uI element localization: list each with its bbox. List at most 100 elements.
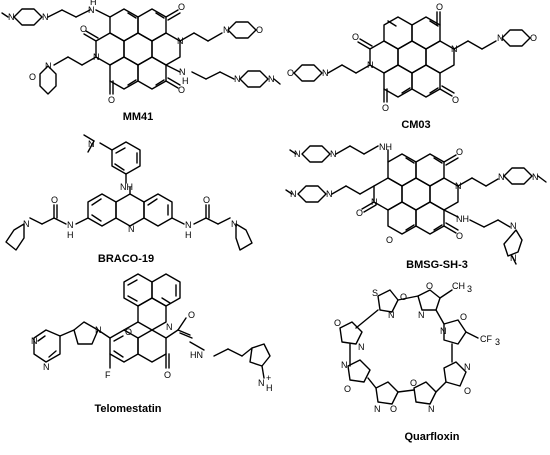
mm41-atom-n-morph2: N [45, 61, 52, 71]
mm41-atom-n-pip3: N [234, 74, 241, 84]
braco19-atom-n-acridine: N [128, 224, 135, 234]
structure-bmsg-sh-3: NH NH O O O O N N N N N N N N N N BMSG-S… [285, 142, 547, 271]
caption-mm41: MM41 [123, 111, 154, 123]
mm41-core-bonds [1, 8, 281, 95]
telomestatin-atom-h: H [266, 383, 273, 393]
quarfloxin-atom-n5: N [428, 404, 435, 414]
mm41-atom-n-pip4: N [268, 74, 275, 84]
bmsg-atom-o4: O [386, 235, 393, 245]
quarfloxin-atom-n4: N [464, 362, 471, 372]
mm41-atom-o2: O [80, 24, 87, 34]
braco19-atom-n-pyrr1: N [23, 219, 30, 229]
caption-quarfloxin: Quarfloxin [404, 431, 459, 443]
mm41-atom-n-pip1: N [42, 12, 49, 22]
structure-telomestatin: O N O O HN F N N N N + H Telomestatin [31, 273, 273, 415]
braco19-bonds [5, 134, 253, 251]
mm41-atom-n-morph1: N [223, 25, 230, 35]
braco19-atom-nme2: N [88, 139, 95, 149]
mm41-atom-o-morph1: O [256, 25, 263, 35]
telomestatin-atom-f: F [105, 370, 111, 380]
cm03-atom-n-morph1: N [497, 33, 504, 43]
bmsg-atom-n-pip8: N [510, 253, 517, 263]
bmsg-atom-n-pip1: N [498, 172, 505, 182]
mm41-atom-nh1: N [88, 5, 95, 15]
bmsg-atom-n-pip5: N [326, 189, 333, 199]
telomestatin-atom-n-pyrazine2: N [43, 362, 50, 372]
cm03-atom-o3: O [452, 95, 459, 105]
quarfloxin-cf3-sub: 3 [495, 337, 500, 347]
bmsg-atom-n-imide1: N [455, 181, 462, 191]
mm41-atom-n-imide1: N [177, 36, 184, 46]
quarfloxin-atom-n8: N [358, 342, 365, 352]
mm41-atom-n-pip2: N [8, 12, 15, 22]
braco19-atom-n-amide2: N [185, 220, 192, 230]
mm41-atom-o-morph2: O [29, 72, 36, 82]
quarfloxin-atom-n6: N [374, 404, 381, 414]
cm03-atom-o-morph2: O [287, 68, 294, 78]
bmsg-atom-n-pip3: N [330, 149, 337, 159]
cm03-atom-n-morph2: N [322, 68, 329, 78]
bmsg-atom-n-pip6: N [290, 189, 297, 199]
quarfloxin-atom-o7: O [334, 318, 341, 328]
structure-quarfloxin: S CH 3 CF 3 N N N N N N N N O O O O O O … [334, 281, 500, 443]
bmsg-atom-n-pip4: N [294, 149, 301, 159]
quarfloxin-atom-o1: O [426, 281, 433, 291]
structure-cm03: O O O O N N N O N O CM03 [287, 2, 537, 131]
telomestatin-atom-o-ether: O [125, 327, 132, 337]
mm41-atom-labels: N H N N N H O O O O N O N O N N N N [8, 0, 275, 105]
caption-cm03: CM03 [401, 119, 430, 131]
bmsg-atom-n-pip2: N [532, 172, 539, 182]
quarfloxin-atom-o2: O [460, 312, 467, 322]
quarfloxin-atom-o4: O [410, 378, 417, 388]
bmsg-atom-labels: NH NH O O O O N N N N N N N N N N [290, 142, 539, 263]
mm41-atom-o4: O [108, 95, 115, 105]
cm03-atom-labels: O O O O N N N O N O [287, 2, 537, 113]
braco19-atom-h2: H [185, 230, 192, 240]
cm03-core-bonds [293, 11, 531, 103]
braco19-atom-n-amide1: N [67, 220, 74, 230]
quarfloxin-atom-n3: N [440, 326, 447, 336]
braco19-atom-labels: N NH N N H O N H O N N [23, 139, 238, 240]
quarfloxin-methyl-sub: 3 [467, 284, 472, 294]
bmsg-atom-nh1: NH [379, 142, 392, 152]
quarfloxin-bonds [339, 289, 479, 405]
structure-braco19: N NH N N H O N H O N N BRACO-19 [5, 134, 253, 265]
bmsg-atom-o3: O [456, 231, 463, 241]
telomestatin-bonds [33, 273, 271, 379]
quarfloxin-atom-n2: N [418, 310, 425, 320]
quarfloxin-atom-n1: N [388, 310, 395, 320]
mm41-atom-h1: H [90, 0, 97, 7]
telomestatin-atom-hn: HN [190, 350, 203, 360]
braco19-atom-nh-bridge: NH [120, 182, 133, 192]
mm41-atom-o1: O [178, 2, 185, 12]
braco19-atom-n-pyrr2: N [231, 219, 238, 229]
bmsg-atom-nh2: NH [456, 214, 469, 224]
cm03-atom-o4: O [382, 103, 389, 113]
telomestatin-atom-n-plus: N [258, 378, 265, 388]
telomestatin-atom-charge: + [266, 373, 271, 383]
telomestatin-atom-o-ketone: O [164, 370, 171, 380]
quarfloxin-atom-o5: O [390, 404, 397, 414]
braco19-atom-o1: O [51, 195, 58, 205]
bmsg-core-bonds [285, 145, 547, 265]
mm41-atom-h2: H [182, 76, 189, 86]
quarfloxin-atom-o6: O [344, 384, 351, 394]
cm03-atom-o1: O [436, 2, 443, 12]
bmsg-atom-n-imide2: N [371, 197, 378, 207]
mm41-atom-o3: O [178, 85, 185, 95]
cm03-atom-n-imide1: N [451, 44, 458, 54]
quarfloxin-atom-s: S [372, 288, 378, 298]
quarfloxin-atom-o8: O [400, 292, 407, 302]
quarfloxin-methyl: CH [452, 281, 465, 291]
braco19-atom-o2: O [203, 195, 210, 205]
telomestatin-atom-n-pyrr: N [95, 325, 102, 335]
structure-mm41: N H N N N H O O O O N O N O N N N N MM41 [1, 0, 281, 123]
mm41-atom-n-imide2: N [93, 52, 100, 62]
telomestatin-atom-o-amide: O [188, 310, 195, 320]
bmsg-atom-n-pip7: N [510, 221, 517, 231]
caption-braco19: BRACO-19 [98, 253, 154, 265]
braco19-atom-h1: H [67, 230, 74, 240]
mm41-atom-nh2: N [179, 67, 186, 77]
bmsg-atom-o1: O [456, 147, 463, 157]
